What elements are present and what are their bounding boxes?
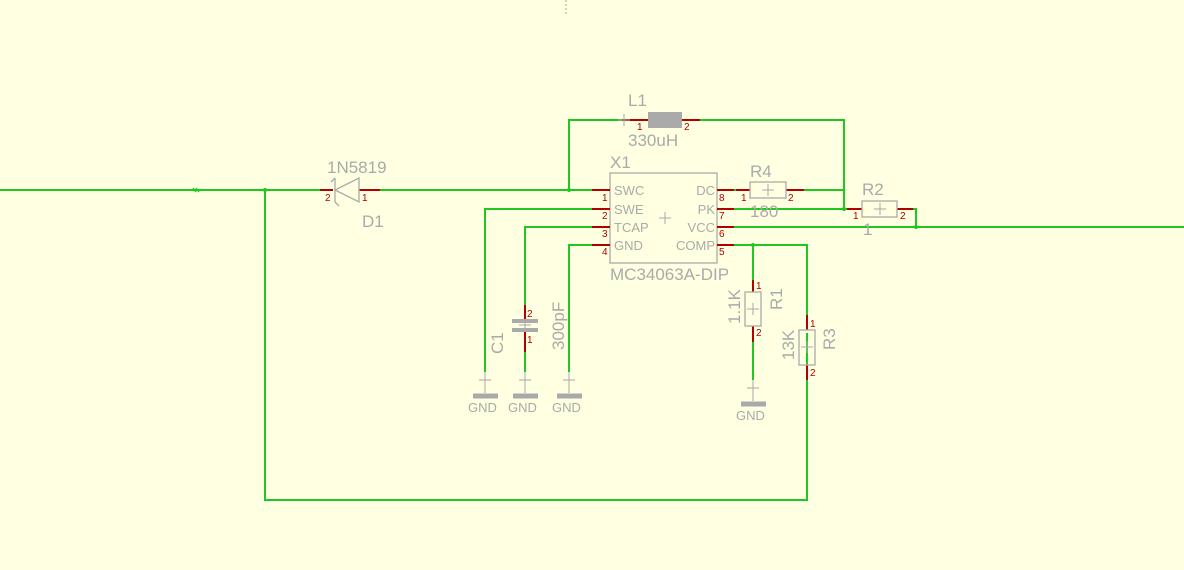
r3-designator: R3	[820, 328, 839, 350]
gnd-label: GND	[552, 400, 581, 415]
pin-number: 1	[756, 281, 762, 292]
resistor-r3[interactable]: 1 2 R3 13K	[779, 315, 839, 380]
c1-value: 300pF	[549, 302, 568, 350]
pin-name-swc: SWC	[614, 183, 644, 198]
gnd-symbol[interactable]: GND	[552, 372, 582, 415]
pin-number: 1	[810, 319, 816, 330]
pin-name-vcc: VCC	[688, 220, 715, 235]
pin-name-tcap: TCAP	[614, 220, 649, 235]
l1-value: 330uH	[628, 131, 678, 150]
pin-number: 2	[602, 211, 608, 222]
pin-name-swe: SWE	[614, 202, 644, 217]
pin-number: 1	[362, 193, 368, 204]
resistor-body	[744, 291, 762, 327]
d1-value: 1N5819	[327, 158, 387, 177]
junction-dot	[914, 225, 918, 229]
ic-body	[609, 172, 718, 264]
wire-swe[interactable]	[484, 208, 592, 372]
c1-designator: C1	[488, 332, 507, 354]
r2-value: 1	[863, 220, 872, 239]
gnd-label: GND	[736, 408, 765, 423]
pin-number: 5	[719, 247, 725, 258]
wire-feedback-loop[interactable]	[264, 190, 808, 501]
junction-dot	[842, 207, 846, 211]
resistor-body	[749, 181, 787, 199]
gnd-label: GND	[468, 400, 497, 415]
pin-number: 2	[325, 193, 331, 204]
r2-designator: R2	[862, 180, 884, 199]
junction-dot	[567, 188, 571, 192]
pin-number: 2	[684, 122, 690, 133]
ic-value: MC34063A-DIP	[610, 265, 729, 284]
pin-name-gnd: GND	[614, 238, 643, 253]
pin-name-comp: COMP	[676, 238, 715, 253]
resistor-r4[interactable]: 1 2 R4 180	[736, 162, 804, 221]
pin-number: 2	[900, 211, 906, 222]
wire-comp[interactable]	[734, 244, 808, 315]
ic-x1[interactable]: X1 MC34063A-DIP 1 2 3 4 SWC SWE TCAP GND…	[592, 153, 734, 284]
wire-gnd-pin[interactable]	[568, 244, 592, 372]
pin-name-dc: DC	[696, 183, 715, 198]
junction-dot	[751, 243, 755, 247]
wire-l1-right[interactable]	[700, 119, 845, 209]
pin-number: 4	[602, 247, 608, 258]
wires	[0, 119, 1184, 501]
wire-break-marker	[192, 187, 200, 193]
r4-designator: R4	[750, 162, 772, 181]
resistor-r1[interactable]: 1 2 R1 1.1K	[725, 280, 786, 342]
resistor-body	[798, 329, 816, 366]
capacitor-c1[interactable]: 2 1 C1 300pF	[488, 302, 568, 354]
gnd-symbol[interactable]: GND	[736, 380, 766, 423]
gnd-symbol[interactable]: GND	[508, 372, 538, 415]
gnd-symbol[interactable]: GND	[468, 372, 498, 415]
d1-designator: D1	[362, 212, 384, 231]
ic-designator: X1	[610, 153, 631, 172]
pin-number: 2	[756, 328, 762, 339]
pin-number: 3	[602, 229, 608, 240]
gnd-label: GND	[508, 400, 537, 415]
inductor-body	[648, 112, 682, 128]
wire-tcap[interactable]	[524, 226, 592, 305]
pin-number: 1	[637, 122, 643, 133]
pin-number: 2	[527, 309, 533, 320]
diode-triangle	[333, 176, 360, 204]
resistor-body	[861, 200, 898, 218]
inductor-l1[interactable]: 1 2 L1 330uH	[618, 91, 700, 150]
wire-r2-out[interactable]	[913, 208, 917, 227]
diode-d1[interactable]: 2 1 1N5819 D1	[320, 158, 387, 231]
resistor-r2[interactable]: 1 2 R2 1	[847, 180, 913, 239]
pin-number: 2	[810, 368, 816, 379]
l1-designator: L1	[628, 91, 647, 110]
wire-l1-loop[interactable]	[568, 119, 622, 190]
junction-dot	[263, 188, 267, 192]
pin-number: 1	[741, 193, 747, 204]
pin-number: 8	[719, 193, 725, 204]
pin-number: 1	[527, 335, 533, 346]
r4-value: 180	[750, 202, 778, 221]
pin-number: 6	[719, 229, 725, 240]
pin-number: 7	[719, 211, 725, 222]
r1-designator: R1	[767, 288, 786, 310]
pin-number: 2	[788, 193, 794, 204]
junctions	[192, 187, 918, 247]
r3-value: 13K	[779, 329, 798, 360]
pin-name-pk: PK	[698, 202, 716, 217]
pin-number: 1	[853, 211, 859, 222]
r1-value: 1.1K	[725, 288, 744, 324]
pin-number: 1	[602, 193, 608, 204]
